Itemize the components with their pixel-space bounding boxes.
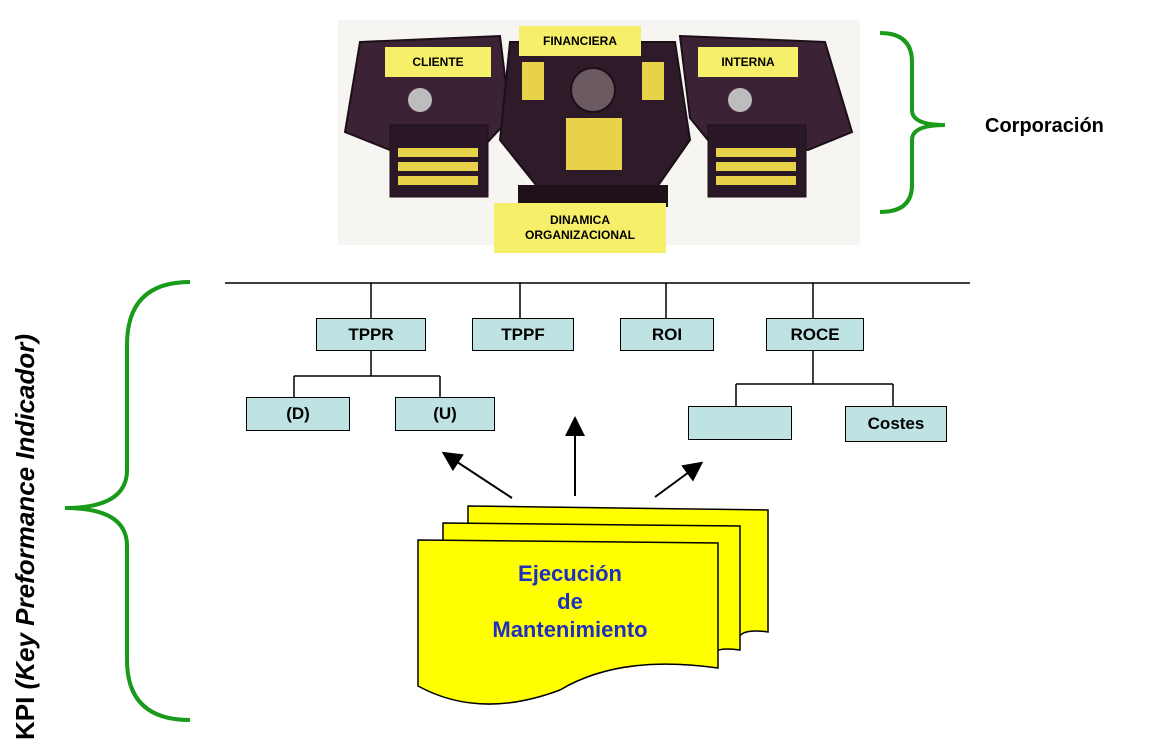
kpi-box-costes: Costes	[845, 406, 947, 442]
kpi-box-d: (D)	[246, 397, 350, 431]
kpi-box-tppr: TPPR	[316, 318, 426, 351]
doc-line-3: Mantenimiento	[492, 617, 648, 642]
kpi-vertical-title: KPI (Key Preformance Indicador)	[10, 334, 41, 740]
doc-line-1: Ejecución	[518, 561, 622, 586]
kpi-title-italic: (Key Preformance Indicador)	[10, 333, 40, 690]
tree-connectors	[225, 282, 970, 406]
kpi-box-roi: ROI	[620, 318, 714, 351]
corporation-label: Corporación	[985, 115, 1104, 137]
doc-line-2: de	[557, 589, 583, 614]
kpi-brace	[64, 280, 191, 722]
label-financiera: FINANCIERA	[519, 26, 641, 56]
maintenance-execution-text: Ejecución de Mantenimiento	[440, 560, 700, 644]
influence-arrows	[441, 416, 704, 499]
kpi-box-empty	[688, 406, 792, 440]
kpi-box-roce: ROCE	[766, 318, 864, 351]
label-dinamica-organizacional: DINAMICA ORGANIZACIONAL	[494, 203, 666, 253]
label-cliente: CLIENTE	[385, 47, 491, 77]
kpi-box-u: (U)	[395, 397, 495, 431]
kpi-box-tppf: TPPF	[472, 318, 574, 351]
label-interna: INTERNA	[698, 47, 798, 77]
label-dinamica-line1: DINAMICA	[550, 213, 610, 227]
label-dinamica-line2: ORGANIZACIONAL	[525, 228, 635, 242]
kpi-title-prefix: KPI	[10, 689, 40, 740]
maintenance-document-stack	[417, 505, 769, 705]
corporation-brace	[879, 31, 946, 214]
